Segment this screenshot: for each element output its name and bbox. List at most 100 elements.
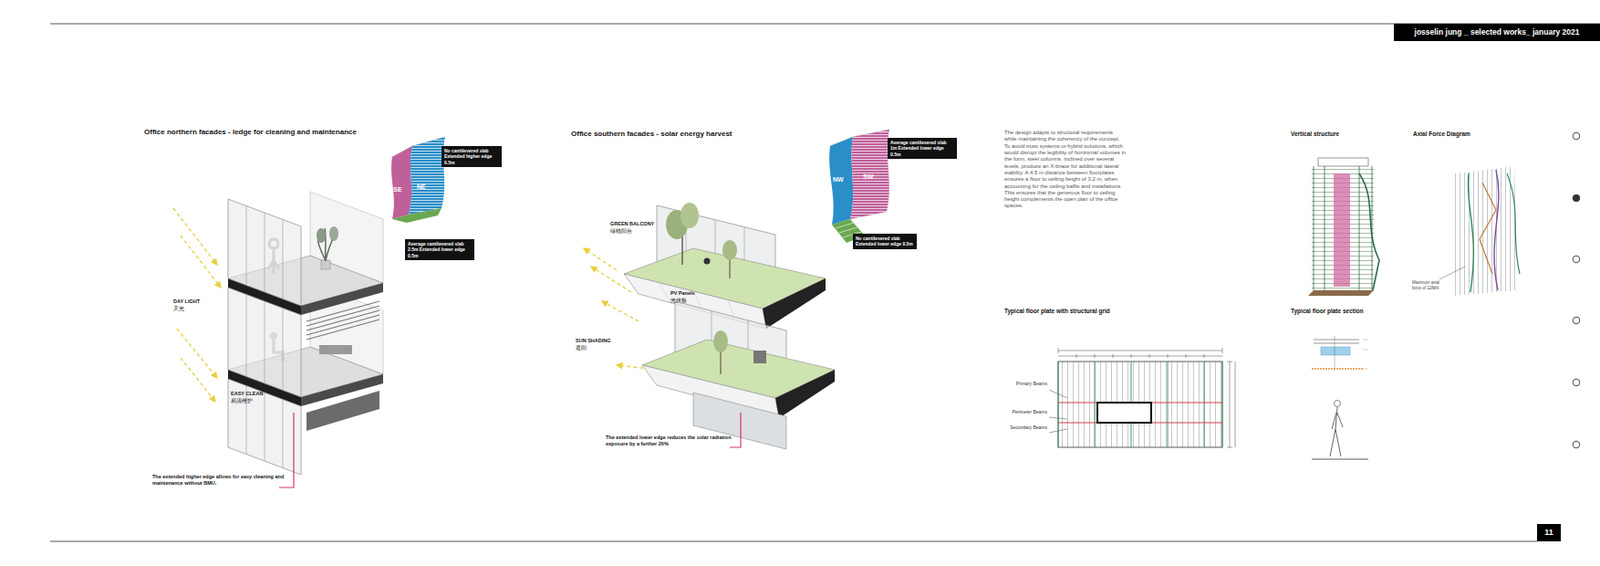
floor-plate-plan-part (1058, 361, 1223, 447)
vertical-structure-part (1333, 173, 1351, 287)
south-facade-part (762, 278, 826, 329)
floor-plate-plan-part-part (1049, 416, 1068, 419)
axial-force-diagram (1439, 166, 1520, 296)
south-facade-part (722, 239, 738, 260)
header-bar: josselin jung _ selected works_ january … (1393, 23, 1600, 42)
axial-force-diagram-part (1439, 266, 1465, 280)
node-text: josselin jung _ selected works_ january … (1414, 27, 1580, 38)
north-facade-part-part (228, 378, 302, 475)
floor-section-part (1311, 458, 1369, 460)
floor-plate-plan-part (1097, 402, 1152, 423)
north-massing-part (408, 136, 446, 215)
north-facade-part (176, 328, 218, 378)
floor-plate-plan-part-part (1131, 353, 1133, 358)
floor-section-part-part (1362, 349, 1369, 351)
north-facade-part-part (306, 319, 380, 340)
floor-plate-plan-part-part (1226, 361, 1233, 363)
node-text: 11 (1544, 527, 1554, 538)
floor-plate-plan-part-part (1222, 347, 1224, 354)
note: The extended higher edge allows for easy… (152, 473, 285, 487)
north-massing-part (408, 136, 446, 215)
body-text: The design adapts to structural requirem… (1004, 129, 1127, 210)
annotation: DAY LIGHT (173, 298, 200, 305)
floor-section-part (1334, 400, 1341, 407)
south-facade-part (713, 330, 728, 353)
floor-plate-plan-part-part (1229, 361, 1231, 447)
north-facade-part-part (282, 219, 284, 300)
floor-section-part (1320, 346, 1351, 355)
figure-title: Axial Force Diagram (1412, 130, 1471, 138)
floor-plate-plan-part-part (1167, 361, 1169, 447)
south-massing-part (850, 129, 890, 219)
floor-section (1311, 335, 1369, 459)
vertical-structure (1308, 157, 1380, 296)
axial-force-diagram-part (1506, 173, 1520, 274)
north-facade-part (306, 301, 380, 340)
orientation-label: SE (393, 186, 402, 195)
north-facade (173, 191, 384, 488)
figure-title: Vertical structure (1290, 130, 1340, 138)
page-rules (50, 23, 1600, 541)
floor-section-part (1334, 335, 1336, 371)
south-facade-part (753, 350, 767, 364)
floor-plate-plan-part-part (1151, 402, 1223, 404)
north-massing (391, 136, 446, 223)
floor-plate-plan-part-part (1226, 446, 1233, 448)
vertical-structure-part (1359, 173, 1380, 291)
node-text: No cantilevered slab Extended higher edg… (444, 147, 499, 166)
floor-plate-plan-part-part (1204, 353, 1206, 358)
north-facade-part (180, 235, 221, 288)
south-facade-part-part (658, 282, 671, 303)
floor-plate-plan-part-part (1167, 353, 1169, 358)
vertical-structure-part-part (1324, 166, 1326, 291)
north-facade-part (228, 198, 302, 475)
note: The extended lower edge reduces the sola… (605, 434, 734, 447)
north-facade-part-part (306, 314, 380, 335)
north-facade-part-part (228, 287, 302, 397)
north-facade-part-part (306, 310, 380, 331)
floor-plate-plan-part-part (1076, 353, 1078, 358)
nav-dots-part (1572, 378, 1580, 386)
north-facade-part (180, 357, 216, 402)
section-title: Office southern facades - solar energy h… (571, 129, 733, 139)
page-rules-part (50, 23, 1600, 25)
floor-section-part (1313, 339, 1360, 341)
nav-dots-part (1572, 194, 1580, 202)
floor-plate-plan-part-part (1049, 428, 1068, 433)
annotation-cn: 光伏板 (670, 297, 687, 304)
south-facade-part (704, 258, 711, 265)
floor-section-part (1313, 342, 1360, 344)
north-facade-part-part (264, 212, 266, 292)
north-facade-part-part (264, 301, 266, 384)
south-facade (583, 202, 835, 449)
callout-box: Average cantilevered slab 1m Extended lo… (887, 137, 957, 159)
north-facade-part-part (228, 198, 302, 306)
annotation-cn: 绿植阳台 (610, 228, 633, 235)
floor-plate-plan-part-part (1149, 353, 1151, 358)
annotation-cn: 天光 (173, 305, 185, 312)
floor-section-part (1329, 406, 1343, 457)
south-facade-part (602, 301, 639, 322)
floor-plate-plan-part (1058, 361, 1223, 447)
page-rules-part (50, 540, 1538, 542)
north-facade-part-part (246, 294, 248, 377)
south-facade-part (680, 202, 699, 229)
figure-title: Typical floor plate section (1290, 307, 1364, 315)
part-label: Primary Beams (1008, 380, 1048, 386)
annotation: PV Panels (670, 290, 696, 297)
part-label: Perimeter Beams (1007, 408, 1048, 415)
vertical-structure-part-part (1313, 166, 1315, 291)
figure-title: Typical floor plate with structural grid (1004, 307, 1111, 315)
vertical-structure-part-part (1359, 166, 1361, 291)
floor-plate-plan-part-part (1222, 361, 1224, 447)
north-facade-part (301, 282, 384, 315)
nav-dots-part (1572, 132, 1580, 140)
north-facade-part (246, 206, 283, 468)
axial-force-diagram-part (1452, 166, 1518, 296)
floor-section-part (1311, 367, 1363, 370)
floor-section-part-part (1362, 368, 1369, 370)
north-facade-part (321, 259, 331, 270)
callout-box: No cantilevered slab Extended lower edge… (852, 233, 917, 250)
floor-plate-plan-part-part (1185, 353, 1187, 358)
